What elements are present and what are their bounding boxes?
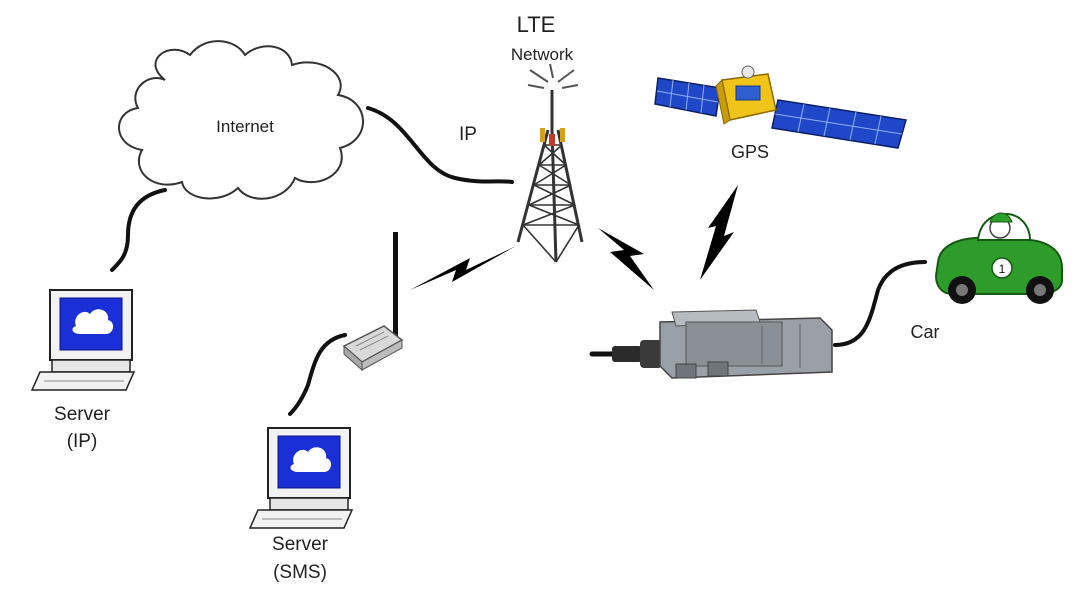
cable-internet-to-tower — [366, 106, 514, 184]
gps-label: GPS — [731, 142, 769, 162]
lte-title-label: LTE — [517, 12, 556, 37]
signal-bolt-gps-tracker — [700, 185, 738, 280]
server-sms-label-line2: (SMS) — [273, 562, 327, 583]
gps-tracker-device-icon — [612, 309, 833, 379]
car-label: Car — [910, 322, 939, 342]
cable-internet-to-server-ip — [110, 188, 167, 272]
signal-bolt-tower-tracker — [598, 228, 654, 290]
computer-icon — [30, 289, 136, 391]
svg-text:1: 1 — [999, 262, 1006, 276]
ip-label: IP — [459, 124, 477, 145]
computer-icon — [248, 427, 354, 529]
server-sms-label-line1: Server — [272, 534, 329, 555]
car-icon: 1 — [934, 212, 1063, 304]
server-ip-label-line1: Server — [54, 404, 111, 425]
lightning-signal-icon — [410, 185, 738, 290]
cable-modem-to-server-sms — [288, 333, 347, 416]
network-subtitle-label: Network — [511, 45, 574, 64]
internet-label: Internet — [216, 117, 274, 136]
modem-icon — [342, 232, 404, 372]
satellite-icon — [654, 65, 907, 149]
cloud-icon — [118, 40, 364, 200]
cable-tracker-to-car — [833, 260, 927, 347]
signal-bolt-modem-tower — [410, 246, 516, 290]
server-ip-label-line2: (IP) — [67, 431, 98, 452]
cell-tower-icon — [516, 63, 584, 263]
